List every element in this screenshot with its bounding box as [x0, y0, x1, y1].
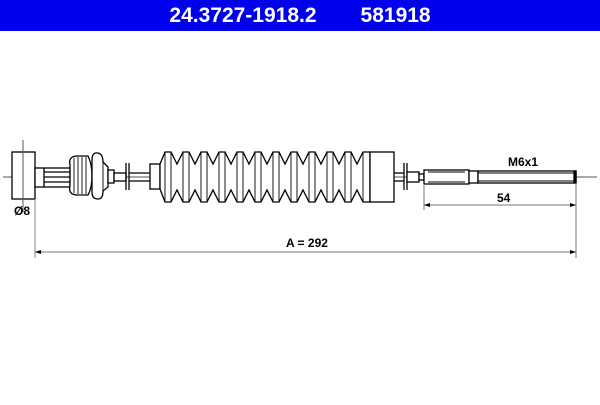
reference-number: 581918 [360, 3, 431, 27]
left-end-fitting [11, 140, 71, 212]
left-washer [125, 163, 150, 190]
right-washer [403, 163, 425, 190]
dimension-total [35, 250, 576, 254]
title-banner: 24.3727-1918.2 581918 [0, 0, 600, 31]
cable-drawing: M6x1 54 A = 292 Ø8 [0, 31, 600, 400]
dimension-54 [423, 183, 577, 258]
bellows-boot [149, 151, 395, 203]
diameter-label: Ø8 [14, 204, 30, 218]
inner-cable [394, 172, 404, 182]
total-length-label: A = 292 [286, 236, 328, 250]
left-ferrule [68, 152, 127, 200]
end-length-label: 54 [497, 191, 511, 205]
part-number: 24.3727-1918.2 [169, 3, 317, 27]
thread-label: M6x1 [508, 155, 538, 169]
right-threaded-end [423, 169, 577, 185]
